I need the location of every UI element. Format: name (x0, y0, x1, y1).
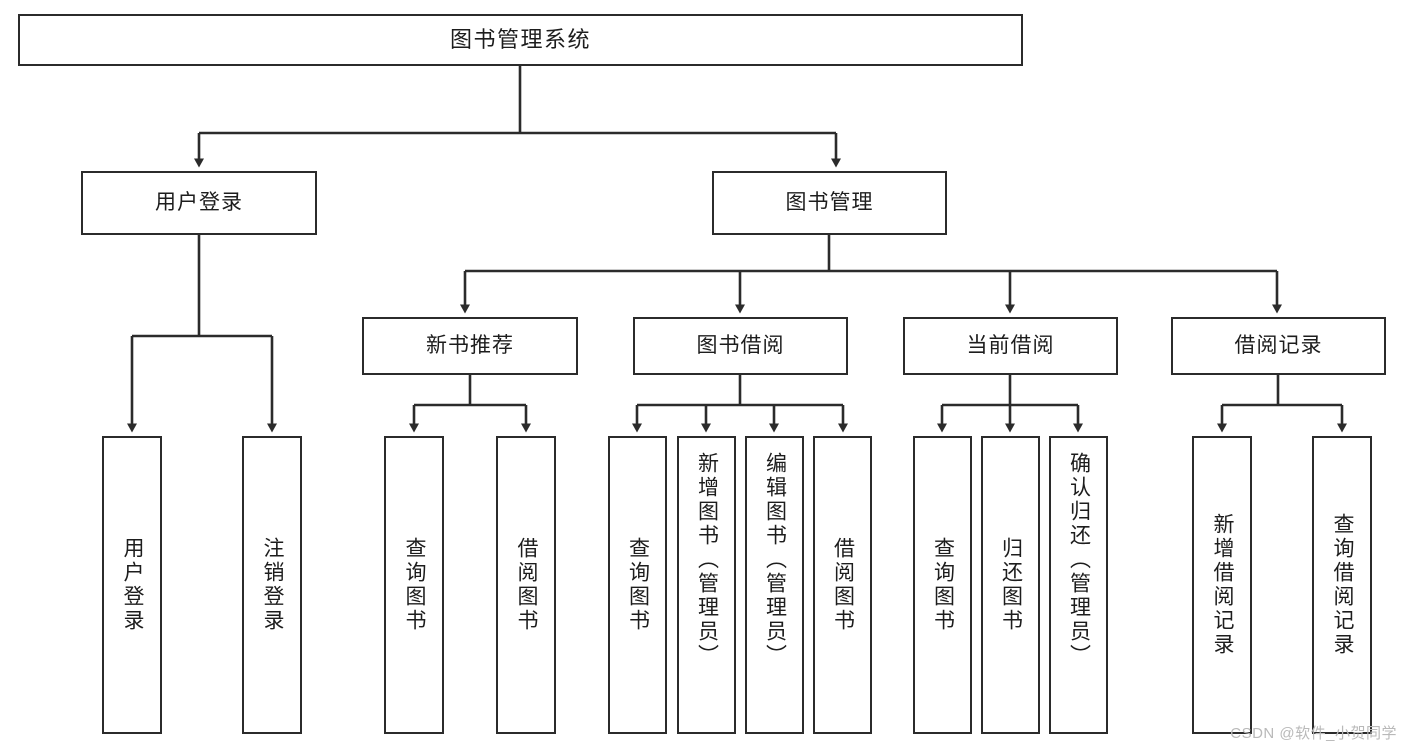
leaf-borrow-borrow-book-label: 借阅图书 (831, 537, 855, 633)
leaf-borrow-borrow-book[interactable]: 借阅图书 (813, 436, 872, 734)
csdn-watermark: CSDN @软件_小贺同学 (1230, 725, 1397, 742)
leaf-record-query-record[interactable]: 查询借阅记录 (1312, 436, 1372, 734)
leaf-user-login[interactable]: 用户登录 (102, 436, 162, 734)
node-borrow-record[interactable]: 借阅记录 (1171, 317, 1386, 375)
leaf-user-logout-label: 注销登录 (261, 537, 285, 633)
leaf-current-return-book[interactable]: 归还图书 (981, 436, 1040, 734)
node-user-login-label: 用户登录 (155, 191, 243, 215)
leaf-borrow-query-book-label: 查询图书 (626, 537, 650, 633)
leaf-borrow-add-book[interactable]: 新增图书（管理员） (677, 436, 736, 734)
leaf-current-return-book-label: 归还图书 (999, 537, 1023, 633)
leaf-borrow-query-book[interactable]: 查询图书 (608, 436, 667, 734)
node-borrow-record-label: 借阅记录 (1234, 334, 1323, 358)
node-book-management[interactable]: 图书管理 (712, 171, 947, 235)
node-current-borrow[interactable]: 当前借阅 (903, 317, 1118, 375)
node-book-borrow-label: 图书借阅 (696, 334, 785, 358)
leaf-borrow-add-book-label: 新增图书（管理员） (695, 452, 719, 668)
node-root-system[interactable]: 图书管理系统 (18, 14, 1023, 66)
node-root-system-label: 图书管理系统 (449, 26, 591, 52)
leaf-recommend-query-book-label: 查询图书 (403, 537, 427, 633)
node-new-book-recommend[interactable]: 新书推荐 (362, 317, 578, 375)
leaf-record-add-record[interactable]: 新增借阅记录 (1192, 436, 1252, 734)
leaf-borrow-edit-book[interactable]: 编辑图书（管理员） (745, 436, 804, 734)
leaf-recommend-borrow-book[interactable]: 借阅图书 (496, 436, 556, 734)
leaf-record-query-record-label: 查询借阅记录 (1331, 513, 1355, 657)
node-current-borrow-label: 当前借阅 (966, 334, 1055, 358)
leaf-record-add-record-label: 新增借阅记录 (1211, 513, 1235, 657)
leaf-user-login-label: 用户登录 (121, 537, 145, 633)
leaf-borrow-edit-book-label: 编辑图书（管理员） (763, 452, 787, 668)
node-user-login[interactable]: 用户登录 (81, 171, 317, 235)
node-book-management-label: 图书管理 (785, 191, 874, 215)
leaf-user-logout[interactable]: 注销登录 (242, 436, 302, 734)
leaf-recommend-borrow-book-label: 借阅图书 (515, 537, 539, 633)
leaf-current-confirm-return[interactable]: 确认归还（管理员） (1049, 436, 1108, 734)
leaf-current-query-book-label: 查询图书 (931, 537, 955, 633)
leaf-current-confirm-return-label: 确认归还（管理员） (1067, 452, 1091, 668)
leaf-recommend-query-book[interactable]: 查询图书 (384, 436, 444, 734)
leaf-current-query-book[interactable]: 查询图书 (913, 436, 972, 734)
node-new-book-recommend-label: 新书推荐 (426, 334, 514, 358)
node-book-borrow[interactable]: 图书借阅 (633, 317, 848, 375)
